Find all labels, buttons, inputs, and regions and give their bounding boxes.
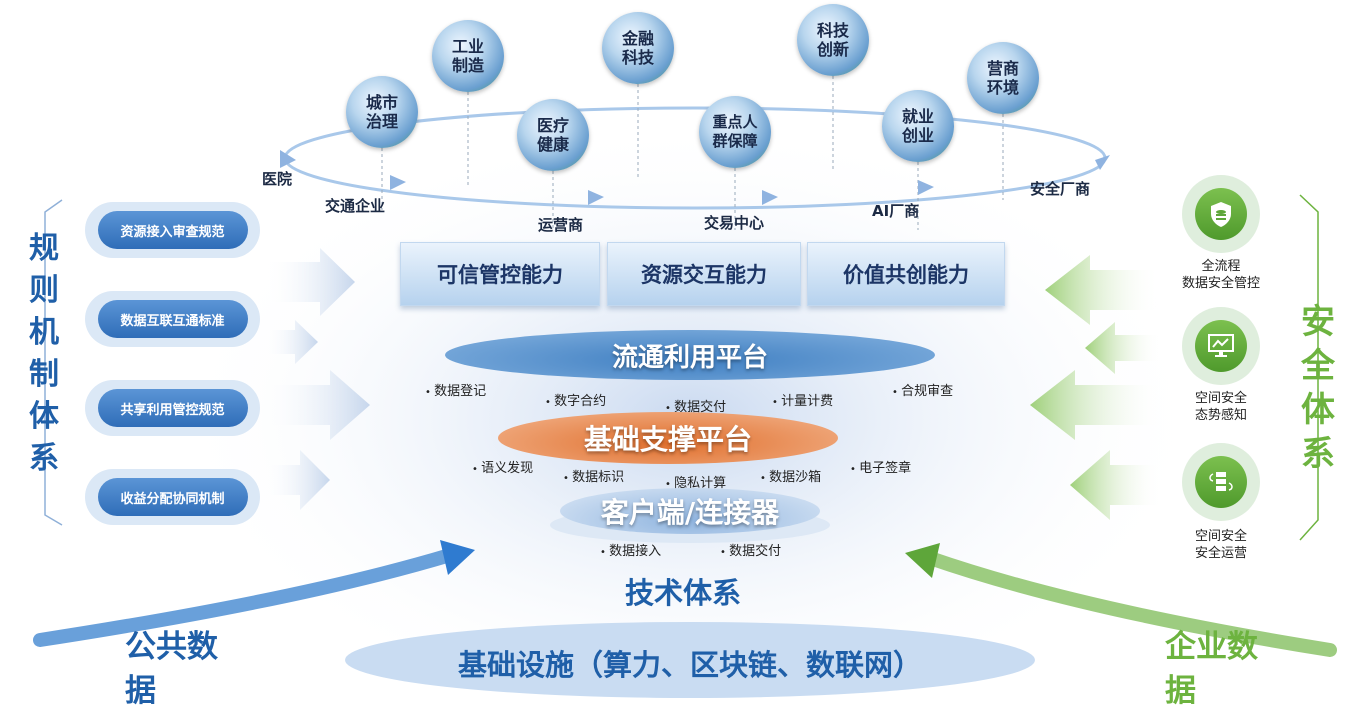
title-char: 系 <box>1301 434 1335 474</box>
platform-item: 语义发现 <box>472 457 533 476</box>
platform-item: 数据登记 <box>425 380 486 399</box>
infrastructure-label: 基础设施（算力、区块链、数联网） <box>457 648 922 682</box>
rule-item: 共享利用管控规范 <box>85 380 260 436</box>
monitor-chart-icon <box>1195 320 1247 372</box>
platform-item: 隐私计算 <box>665 472 726 491</box>
public-data-label: 公共数据 <box>125 629 218 709</box>
rule-item: 收益分配协同机制 <box>85 469 260 525</box>
ring-label: 医院 <box>262 170 293 188</box>
scenario-bubble: 重点人 群保障 <box>699 96 771 168</box>
platform-item: 数据接入 <box>600 540 661 559</box>
ring-label: 交易中心 <box>704 214 765 232</box>
security-icon-wrap <box>1182 175 1260 253</box>
title-char: 系 <box>29 441 59 476</box>
support-platform: 基础支撑平台 <box>498 412 838 464</box>
capability-box: 价值共创能力 <box>807 242 1005 306</box>
enterprise-data-label: 企业数据 <box>1165 629 1258 709</box>
rule-label: 收益分配协同机制 <box>97 478 248 516</box>
title-char: 体 <box>29 399 59 434</box>
scenario-bubble: 金融 科技 <box>602 12 674 84</box>
scenario-bubble: 医疗 健康 <box>517 99 589 171</box>
title-char: 制 <box>29 357 59 392</box>
client-connector: 客户端/连接器 <box>560 488 820 534</box>
platform-item: 合规审查 <box>892 380 953 399</box>
ring-label: 交通企业 <box>325 197 386 215</box>
security-label: 全流程 数据安全管控 <box>1181 259 1260 291</box>
security-label: 空间安全 安全运营 <box>1194 529 1247 561</box>
circulation-platform: 流通利用平台 <box>445 330 935 380</box>
scenario-bubble: 城市 治理 <box>346 76 418 148</box>
platform-item: 数据标识 <box>563 466 624 485</box>
scenario-bubble: 营商 环境 <box>967 42 1039 114</box>
rule-label: 数据互联互通标准 <box>97 300 248 338</box>
ring-label: 运营商 <box>538 216 584 234</box>
title-char: 安 <box>1301 302 1335 342</box>
scenario-bubble: 科技 创新 <box>797 4 869 76</box>
security-system-title: 安全体系 <box>1298 300 1338 476</box>
rules-system-title: 规则机制体系 <box>24 228 64 480</box>
rule-item: 资源接入审查规范 <box>85 202 260 258</box>
scenario-bubble: 工业 制造 <box>432 20 504 92</box>
platform-item: 数据沙箱 <box>760 466 821 485</box>
title-char: 机 <box>29 315 59 350</box>
scenario-bubble: 就业 创业 <box>882 90 954 162</box>
title-char: 规 <box>29 231 59 266</box>
ring-label: 安全厂商 <box>1030 180 1091 198</box>
security-icon-wrap <box>1182 443 1260 521</box>
rule-label: 资源接入审查规范 <box>97 211 248 249</box>
title-char: 体 <box>1301 390 1335 430</box>
platform-item: 数字合约 <box>545 390 606 409</box>
capability-box: 资源交互能力 <box>607 242 801 306</box>
platform-item: 计量计费 <box>772 390 833 409</box>
platform-item: 数据交付 <box>665 396 726 415</box>
title-char: 全 <box>1301 346 1335 386</box>
title-char: 则 <box>29 273 59 308</box>
shield-icon <box>1195 188 1247 240</box>
rule-item: 数据互联互通标准 <box>85 291 260 347</box>
tech-system-title: 技术体系 <box>625 576 742 610</box>
platform-item: 数据交付 <box>720 540 781 559</box>
ring-label: AI厂商 <box>872 202 920 220</box>
capability-box: 可信管控能力 <box>400 242 600 306</box>
rule-label: 共享利用管控规范 <box>97 389 248 427</box>
platform-item: 电子签章 <box>850 457 911 476</box>
security-icon-wrap <box>1182 307 1260 385</box>
operations-flow-icon <box>1195 456 1247 508</box>
security-label: 空间安全 态势感知 <box>1194 391 1247 423</box>
